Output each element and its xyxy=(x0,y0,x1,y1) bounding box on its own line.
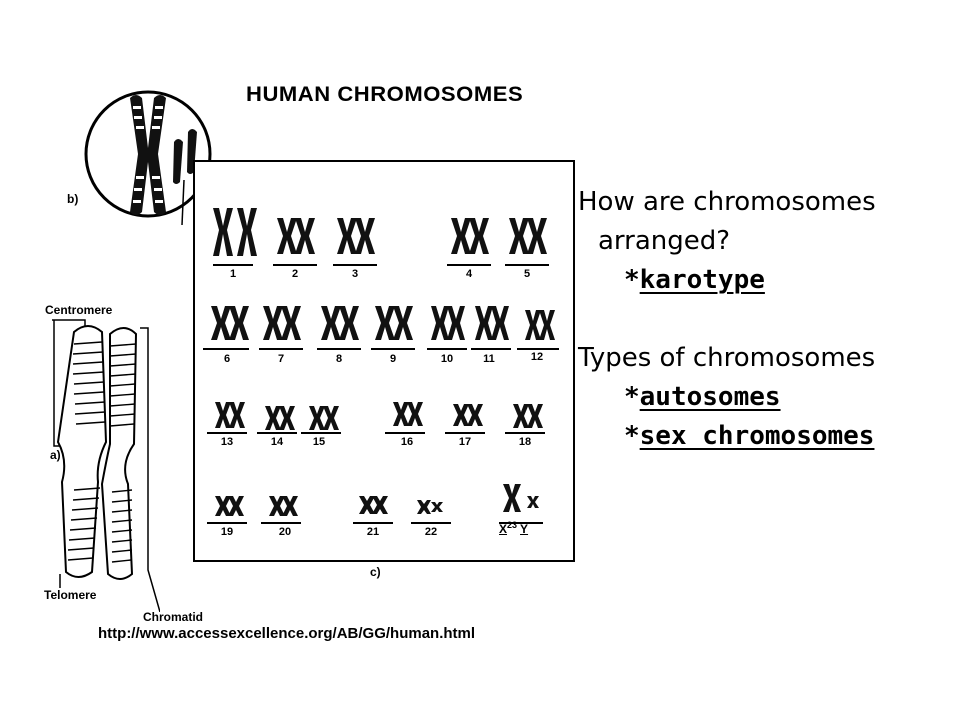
pair-11-bar xyxy=(471,348,511,350)
pair-1-bar xyxy=(213,264,253,266)
pair-number-8: 8 xyxy=(335,353,343,365)
centromere-label: Centromere xyxy=(45,303,113,317)
pair-number-17: 17 xyxy=(458,436,472,448)
chromosome-pair-8-icon xyxy=(321,306,359,340)
pair-number-19: 19 xyxy=(220,526,234,538)
chromosome-pair-12-icon xyxy=(525,310,555,340)
pair-7-bar xyxy=(259,348,303,350)
chromosome-pair-13-icon xyxy=(215,402,245,428)
chromosome-pair-18-icon xyxy=(513,404,543,428)
chromosome-pair-14-icon xyxy=(265,406,295,430)
chromosome-pair-9-icon xyxy=(375,306,413,340)
chromatid-label: Chromatid xyxy=(143,610,203,624)
pair-19-bar xyxy=(207,522,247,524)
pair-14-bar xyxy=(257,432,297,434)
pair-21-bar xyxy=(353,522,393,524)
slide-notes: How are chromosomes arranged? *karotype … xyxy=(578,183,876,456)
pair-16-bar xyxy=(385,432,425,434)
pair-number-14: 14 xyxy=(270,436,284,448)
pair-23-bar xyxy=(499,522,543,524)
panel-b-label: b) xyxy=(67,192,79,206)
sex-chromosome-pair-icon xyxy=(503,484,539,512)
karyotype-grid: 1 2 3 4 5 6 7 8 9 10 11 12 13 14 15 16 1… xyxy=(193,160,571,558)
chromosome-pair-2-icon xyxy=(277,218,315,254)
answer-karyotype: *karotype xyxy=(578,261,876,300)
pair-number-21: 21 xyxy=(366,526,380,538)
bullet-star: * xyxy=(624,265,640,295)
pair-6-bar xyxy=(203,348,249,350)
autosomes-term: autosomes xyxy=(639,382,781,412)
karyotype-term: karotype xyxy=(639,265,765,295)
chromosome-pair-21-icon xyxy=(359,496,388,514)
sex-chromosomes-term: sex chromosomes xyxy=(639,421,875,451)
x-label: X xyxy=(499,522,508,536)
pair-number-1: 1 xyxy=(229,268,237,280)
y-label: Y xyxy=(520,522,529,536)
sister-chromatid-left-icon xyxy=(56,325,108,578)
chromosome-pair-16-icon xyxy=(393,402,423,426)
pair-3-bar xyxy=(333,264,377,266)
pair-number-16: 16 xyxy=(400,436,414,448)
pair-2-bar xyxy=(273,264,317,266)
source-url: http://www.accessexcellence.org/AB/GG/hu… xyxy=(98,625,476,642)
pair-number-18: 18 xyxy=(518,436,532,448)
pair-9-bar xyxy=(371,348,415,350)
pair-4-bar xyxy=(447,264,491,266)
panel-b-closeup xyxy=(84,90,212,226)
pair-number-11: 11 xyxy=(483,353,495,365)
pair-number-15: 15 xyxy=(312,436,326,448)
pair-number-22: 22 xyxy=(424,526,438,538)
telomere-label: Telomere xyxy=(44,588,97,602)
chromosome-pair-19-icon xyxy=(215,496,244,516)
chromosome-pair-10-icon xyxy=(431,306,465,340)
sister-chromatid-right-icon xyxy=(100,327,138,580)
pair-20-bar xyxy=(261,522,301,524)
panel-a-label: a) xyxy=(50,448,61,462)
pair-17-bar xyxy=(445,432,485,434)
bullet-star: * xyxy=(624,421,640,451)
chromosome-pair-7-icon xyxy=(263,306,301,340)
chromatid-diagram xyxy=(52,319,160,612)
chromosome-pair-5-icon xyxy=(509,218,547,254)
pair-12-bar xyxy=(517,348,559,350)
chromosome-pair-4-icon xyxy=(451,218,489,254)
chromosome-x-shape-icon xyxy=(130,95,197,215)
panel-c-label: c) xyxy=(370,565,381,579)
pair-number-5: 5 xyxy=(523,268,531,280)
chromosome-pair-15-icon xyxy=(309,406,339,430)
pair-number-4: 4 xyxy=(465,268,473,280)
pair-number-20: 20 xyxy=(278,526,292,538)
pair-10-bar xyxy=(427,348,467,350)
figure-title: HUMAN CHROMOSOMES xyxy=(246,83,524,106)
question-line-1: How are chromosomes xyxy=(578,187,876,217)
pair-number-13: 13 xyxy=(220,436,234,448)
pair-number-7: 7 xyxy=(277,353,285,365)
bullet-star: * xyxy=(624,382,640,412)
chromosome-pair-6-icon xyxy=(211,306,249,340)
pair-15-bar xyxy=(301,432,341,434)
types-heading: Types of chromosomes xyxy=(578,343,876,373)
pair-number-3: 3 xyxy=(351,268,359,280)
pair-number-2: 2 xyxy=(291,268,299,280)
type-autosomes: *autosomes xyxy=(578,378,876,417)
chromosome-pair-22-icon xyxy=(417,500,443,514)
chromosome-pair-20-icon xyxy=(269,496,298,516)
pair-5-bar xyxy=(505,264,549,266)
pair-8-bar xyxy=(317,348,361,350)
pair-18-bar xyxy=(505,432,545,434)
pair-22-bar xyxy=(411,522,451,524)
chromosome-pair-17-icon xyxy=(453,404,483,426)
pair-number-6: 6 xyxy=(223,353,231,365)
type-sex-chromosomes: *sex chromosomes xyxy=(578,417,876,456)
pair-number-10: 10 xyxy=(440,353,454,365)
chromosome-pair-11-icon xyxy=(475,306,509,340)
pair-number-23: 23 xyxy=(507,520,518,530)
pair-13-bar xyxy=(207,432,247,434)
pair-number-12: 12 xyxy=(530,351,544,363)
question-line-2: arranged? xyxy=(598,226,731,256)
chromosome-pair-1-icon xyxy=(213,208,257,256)
pair-number-9: 9 xyxy=(389,353,397,365)
chromosome-pair-3-icon xyxy=(337,218,375,254)
